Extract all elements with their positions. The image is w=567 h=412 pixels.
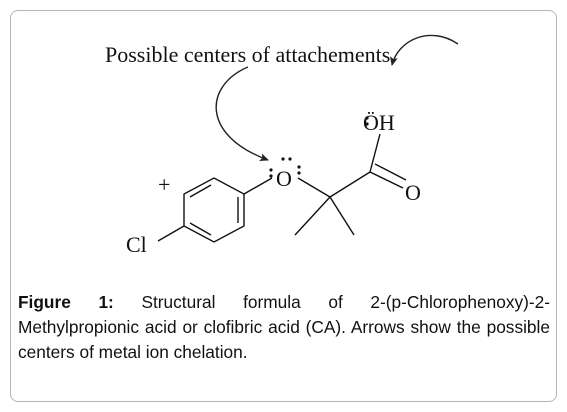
bond-carboxyl-c-oh: [369, 133, 381, 173]
bond-ring-ether-o: [243, 177, 273, 195]
bond-methyl-2: [329, 196, 355, 236]
bond-carbonyl-1: [369, 171, 404, 189]
benzene-ring: [183, 177, 245, 243]
ether-oxygen-label: O: [276, 166, 292, 191]
figure-caption: Figure 1: Structural formula of 2-(p-Chl…: [18, 290, 550, 365]
carbonyl-oxygen-label: O: [405, 180, 421, 205]
arrow-to-ether-oxygen: [215, 66, 269, 161]
chlorine-label: Cl: [126, 232, 147, 257]
figure-frame: [10, 10, 557, 402]
bond-ring-chlorine: [157, 225, 185, 242]
caption-label: Figure 1:: [18, 292, 114, 312]
hydroxyl-lone-pair: [365, 116, 369, 126]
charge-plus-label: +: [158, 172, 170, 197]
bond-ether-o-quaternary-c: [297, 177, 331, 198]
annotation-label: Possible centers of attachements: [105, 42, 390, 67]
caption-text: Structural formula of 2-(p-Chlorophenoxy…: [18, 292, 550, 362]
structural-formula-diagram: Possible centers of attachements ÖH O O …: [105, 34, 459, 257]
arrow-to-hydroxyl-oxygen: [389, 34, 459, 66]
bond-methyl-1: [294, 196, 331, 236]
bond-quaternary-c-carboxyl-c: [329, 171, 371, 198]
bond-carbonyl-2: [374, 163, 407, 181]
hydroxyl-label: ÖH: [363, 110, 395, 135]
bonds: [157, 133, 407, 242]
ether-oxygen-lone-pairs: [269, 157, 301, 178]
